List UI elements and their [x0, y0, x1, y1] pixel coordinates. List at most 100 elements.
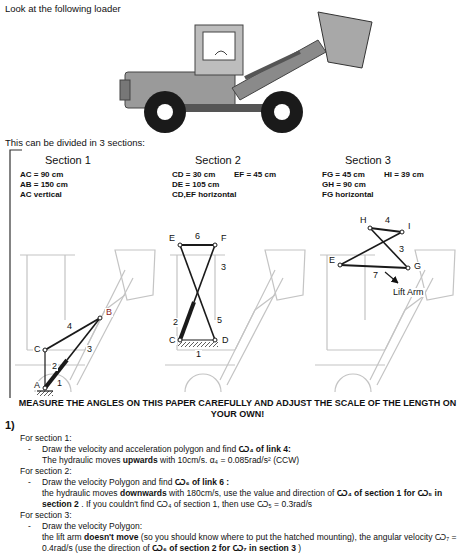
link-number-text: 4 [385, 215, 390, 225]
bullet-text: - [28, 477, 31, 487]
bullet-text: - [28, 444, 31, 454]
task-text-text: . If you couldn't find Ѡ₄ of section 1, … [79, 499, 312, 509]
link-number-text: 2 [52, 361, 57, 371]
dimension-text-text: AC = 90 cm [20, 170, 63, 179]
task-text-text: downwards [120, 488, 167, 498]
dimension-text-text: FG = 45 cm [322, 170, 365, 179]
dimension-text: AC vertical [20, 190, 62, 200]
point-label-text: E [169, 233, 175, 243]
link-number: 4 [384, 216, 391, 225]
section-heading: For section 3: [20, 510, 72, 520]
link-number-text: 7 [373, 270, 378, 280]
task-text-text: Ѡ₄ of link 4: [239, 444, 291, 454]
link-number: 7 [372, 271, 379, 280]
task-text-text: Ѡ₆ of section 2 for Ѡ₇ in section 3 [152, 543, 296, 553]
point-label-text: B [106, 307, 112, 317]
point-label-text: D [222, 335, 229, 345]
heading-text: Look at the following loader [5, 3, 121, 14]
link-number-text: 3 [87, 344, 92, 354]
ghost-loader [315, 250, 455, 392]
link-number-text: 2 [173, 317, 178, 327]
link-number: 3 [86, 345, 93, 354]
intro-text-text: This can be divided in 3 sections: [5, 137, 145, 148]
section-heading: For section 2: [20, 466, 72, 476]
dimension-text: DE = 105 cm [172, 180, 219, 190]
instruction-note: MEASURE THE ANGLES ON THIS PAPER CAREFUL… [15, 398, 460, 419]
intro-text: This can be divided in 3 sections: [5, 137, 145, 148]
dimension-text: CD = 30 cm [172, 170, 215, 180]
dimension-text: AC = 90 cm [20, 170, 63, 180]
link-number-text: 1 [196, 349, 201, 359]
task-text: Draw the velocity and acceleration polyg… [42, 444, 291, 454]
link-number-text: 1 [57, 378, 62, 388]
link-number-text: 3 [399, 244, 404, 254]
loader-cartoon [120, 12, 372, 133]
task-text-text: Draw the velocity Polygon and find [42, 477, 175, 487]
ghost-loader [165, 250, 305, 392]
link-number: 1 [56, 379, 63, 388]
point-label: E [328, 256, 336, 265]
section-title: Section 3 [345, 154, 391, 167]
link-number-text: 4 [67, 321, 72, 331]
dimension-text: HI = 39 cm [384, 170, 424, 180]
point-label: C [33, 345, 42, 354]
part-label-text: Lift Arm [393, 287, 424, 297]
link-number-text: 6 [195, 231, 200, 241]
point-label-text: I [408, 221, 411, 231]
mechanism-section-1 [37, 316, 102, 396]
point-label: F [220, 234, 228, 243]
question-number-text: 1) [5, 419, 15, 431]
task-text-text: the lift arm [42, 532, 84, 542]
dimension-text-text: DE = 105 cm [172, 180, 219, 189]
task-text-text: Draw the velocity Polygon: [42, 521, 142, 531]
link-number: 1 [195, 350, 202, 359]
section-heading-text: For section 3: [20, 510, 72, 520]
task-text-text: The hydraulic moves [42, 455, 123, 465]
point-label: I [407, 222, 412, 231]
section-title: Section 2 [195, 154, 241, 167]
bullet-text: - [28, 521, 31, 531]
section-title-text: Section 2 [195, 154, 241, 166]
dimension-text-text: EF = 45 cm [234, 170, 276, 179]
task-text-text: doesn't move [84, 532, 138, 542]
point-label-text: E [329, 255, 335, 265]
link-number: 4 [66, 322, 73, 331]
point-label: C [168, 336, 177, 345]
part-label: Lift Arm [392, 288, 425, 297]
point-label: B [105, 308, 113, 317]
heading-text-text: Look at the following loader [5, 3, 121, 14]
point-label-text: C [34, 344, 41, 354]
instruction-note-text: MEASURE THE ANGLES ON THIS PAPER CAREFUL… [19, 398, 459, 419]
point-label: E [168, 234, 176, 243]
bullet: - [28, 477, 31, 487]
point-label: A [33, 381, 41, 390]
dimension-text-text: FG horizontal [322, 190, 374, 199]
section-heading-text: For section 1: [20, 433, 72, 443]
dimension-text-text: CD = 30 cm [172, 170, 215, 179]
dimension-text-text: AC vertical [20, 190, 62, 199]
mechanism-section-2 [178, 243, 218, 347]
task-text: The hydraulic moves upwards with 10cm/s.… [42, 455, 299, 465]
dimension-text-text: GH = 90 cm [322, 180, 366, 189]
point-label: G [413, 262, 422, 271]
point-label-text: H [360, 215, 367, 225]
task-text-text: upwards [123, 455, 158, 465]
mechanism-section-3 [338, 226, 410, 283]
link-number: 5 [216, 316, 223, 325]
point-label: D [221, 336, 230, 345]
task-text: Draw the velocity Polygon: [42, 521, 142, 531]
task-text-text: with 180cm/s, use the value and directio… [167, 488, 337, 498]
link-number: 2 [51, 362, 58, 371]
task-text-text: Ѡ₆ of link 6 : [175, 477, 229, 487]
dimension-text: FG = 45 cm [322, 170, 365, 180]
ghost-loader [15, 250, 155, 392]
point-label-text: G [414, 261, 421, 271]
section-title-text: Section 3 [345, 154, 391, 166]
link-number: 2 [172, 318, 179, 327]
bullet: - [28, 444, 31, 454]
dimension-text: EF = 45 cm [234, 170, 276, 180]
task-text-text: the hydraulic moves [42, 488, 120, 498]
task-text: the lift arm doesn't move (so you should… [42, 532, 460, 553]
dimension-text-text: AB = 150 cm [20, 180, 68, 189]
task-text-text: ) [296, 543, 301, 553]
